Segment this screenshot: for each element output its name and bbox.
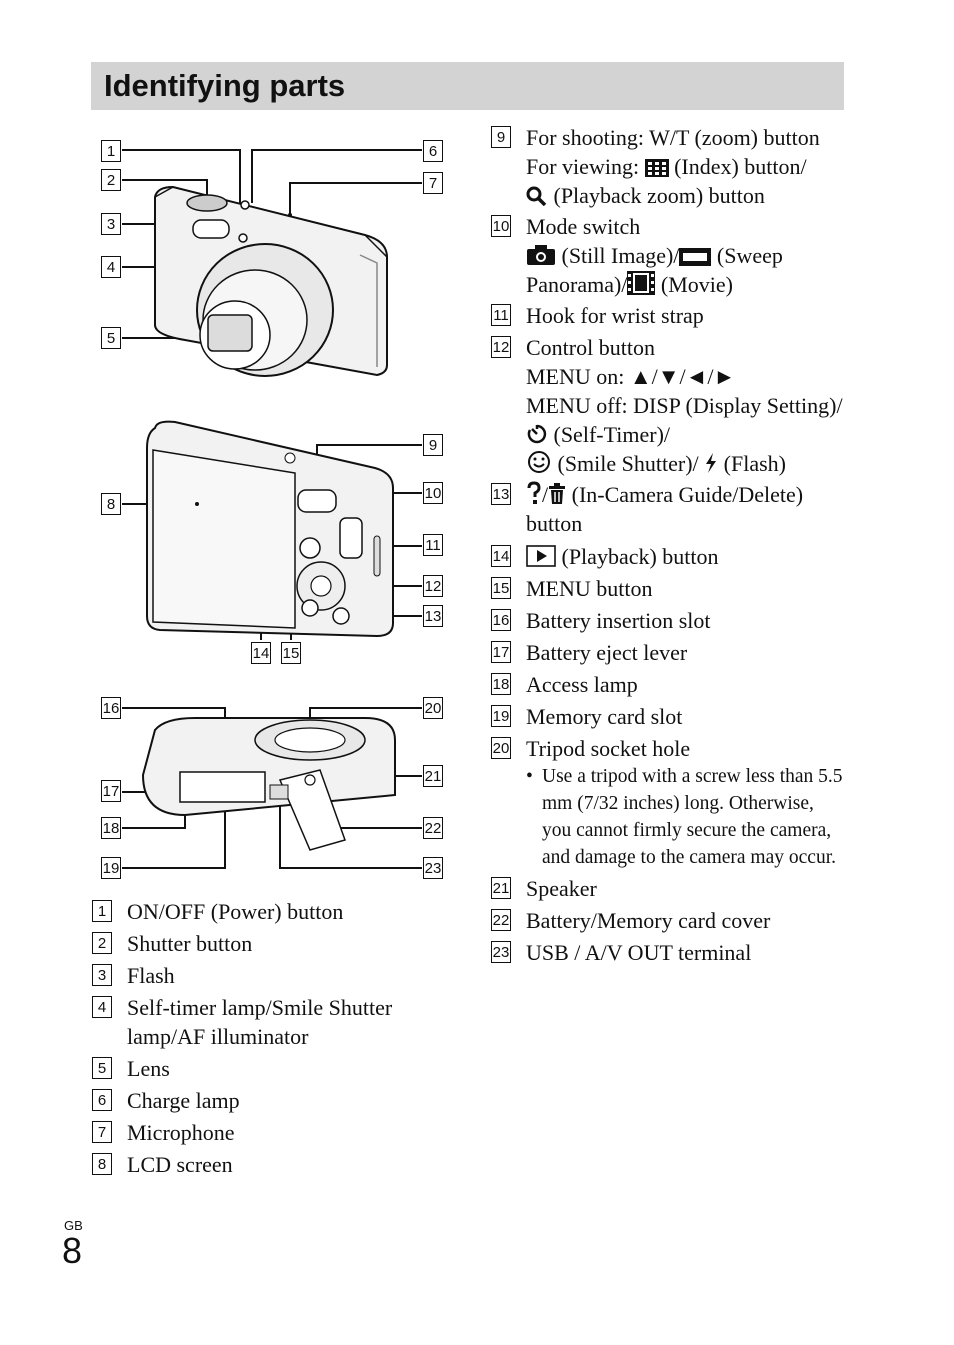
callout-16: 16: [101, 697, 121, 719]
list-item: 4 Self-timer lamp/Smile Shutter lamp/AF …: [92, 993, 432, 1051]
left-parts-list: 1 ON/OFF (Power) button 2 Shutter button…: [92, 897, 432, 1179]
flash-bolt-icon: [706, 453, 717, 473]
zoom-magnifier-icon: [526, 186, 547, 206]
list-item-12: 12 Control button MENU on: ▲/▼/◄/► MENU …: [491, 335, 843, 476]
index-grid-icon: [644, 159, 669, 177]
movie-film-icon: [627, 271, 656, 295]
callout-10: 10: [423, 482, 443, 504]
playback-icon: [526, 545, 556, 567]
callout-4: 4: [101, 256, 121, 278]
camera-front-illustration: [122, 149, 422, 377]
list-item-9: 9 For shooting: W/T (zoom) button For vi…: [491, 123, 846, 210]
smile-face-icon: [528, 451, 550, 473]
callout-14: 14: [251, 642, 271, 664]
callout-11: 11: [423, 534, 443, 556]
list-item-21: 21 Speaker: [491, 876, 597, 901]
region-label: GB: [64, 1218, 83, 1233]
callout-6: 6: [423, 140, 443, 162]
callout-15: 15: [281, 642, 301, 664]
callout-22: 22: [423, 817, 443, 839]
list-item-19: 19 Memory card slot: [491, 704, 683, 729]
camera-bottom-illustration: [122, 707, 422, 869]
section-title-bar: Identifying parts: [91, 62, 844, 110]
list-item-23: 23 USB / A/V OUT terminal: [491, 940, 752, 965]
still-camera-icon: [527, 245, 555, 265]
list-item: 2 Shutter button: [92, 929, 432, 958]
list-item-13: 13 / (In-Camera Guide/Delete) button: [491, 481, 804, 536]
list-item-22: 22 Battery/Memory card cover: [491, 908, 771, 933]
callout-2: 2: [101, 169, 121, 191]
list-item: 3 Flash: [92, 961, 432, 990]
right-parts-list: 9 For shooting: W/T (zoom) button For vi…: [491, 123, 846, 967]
self-timer-icon: [527, 424, 547, 444]
list-item: 7 Microphone: [92, 1118, 432, 1147]
list-item-18: 18 Access lamp: [491, 672, 638, 697]
callout-1: 1: [101, 140, 121, 162]
callout-17: 17: [101, 780, 121, 802]
list-item-14: 14 (Playback) button: [491, 544, 719, 569]
callout-23: 23: [423, 857, 443, 879]
list-item: 5 Lens: [92, 1054, 432, 1083]
callout-13: 13: [423, 605, 443, 627]
callout-20: 20: [423, 697, 443, 719]
list-item: 8 LCD screen: [92, 1150, 432, 1179]
page-number: 8: [62, 1230, 83, 1271]
trash-delete-icon: [549, 483, 566, 504]
callout-21: 21: [423, 765, 443, 787]
callout-9: 9: [423, 434, 443, 456]
callout-12: 12: [423, 575, 443, 597]
callout-3: 3: [101, 213, 121, 235]
sweep-panorama-icon: [679, 248, 712, 266]
callout-7: 7: [423, 172, 443, 194]
list-item-20: 20 Tripod socket hole Use a tripod with …: [491, 734, 846, 871]
list-item-10: 10 Mode switch (Still Image)/ (Sweep Pan…: [491, 214, 783, 297]
callout-18: 18: [101, 817, 121, 839]
callout-5: 5: [101, 327, 121, 349]
help-question-icon: [527, 481, 541, 504]
callout-19: 19: [101, 857, 121, 879]
page-title: Identifying parts: [104, 68, 346, 103]
list-item: 6 Charge lamp: [92, 1086, 432, 1115]
tripod-note: Use a tripod with a screw less than 5.5 …: [526, 763, 846, 871]
list-item-15: 15 MENU button: [491, 576, 653, 601]
list-item: 1 ON/OFF (Power) button: [92, 897, 432, 926]
list-item-16: 16 Battery insertion slot: [491, 608, 711, 633]
list-item-17: 17 Battery eject lever: [491, 640, 688, 665]
callout-8: 8: [101, 493, 121, 515]
list-item-11: 11 Hook for wrist strap: [491, 301, 846, 330]
camera-back-illustration: [122, 420, 422, 640]
